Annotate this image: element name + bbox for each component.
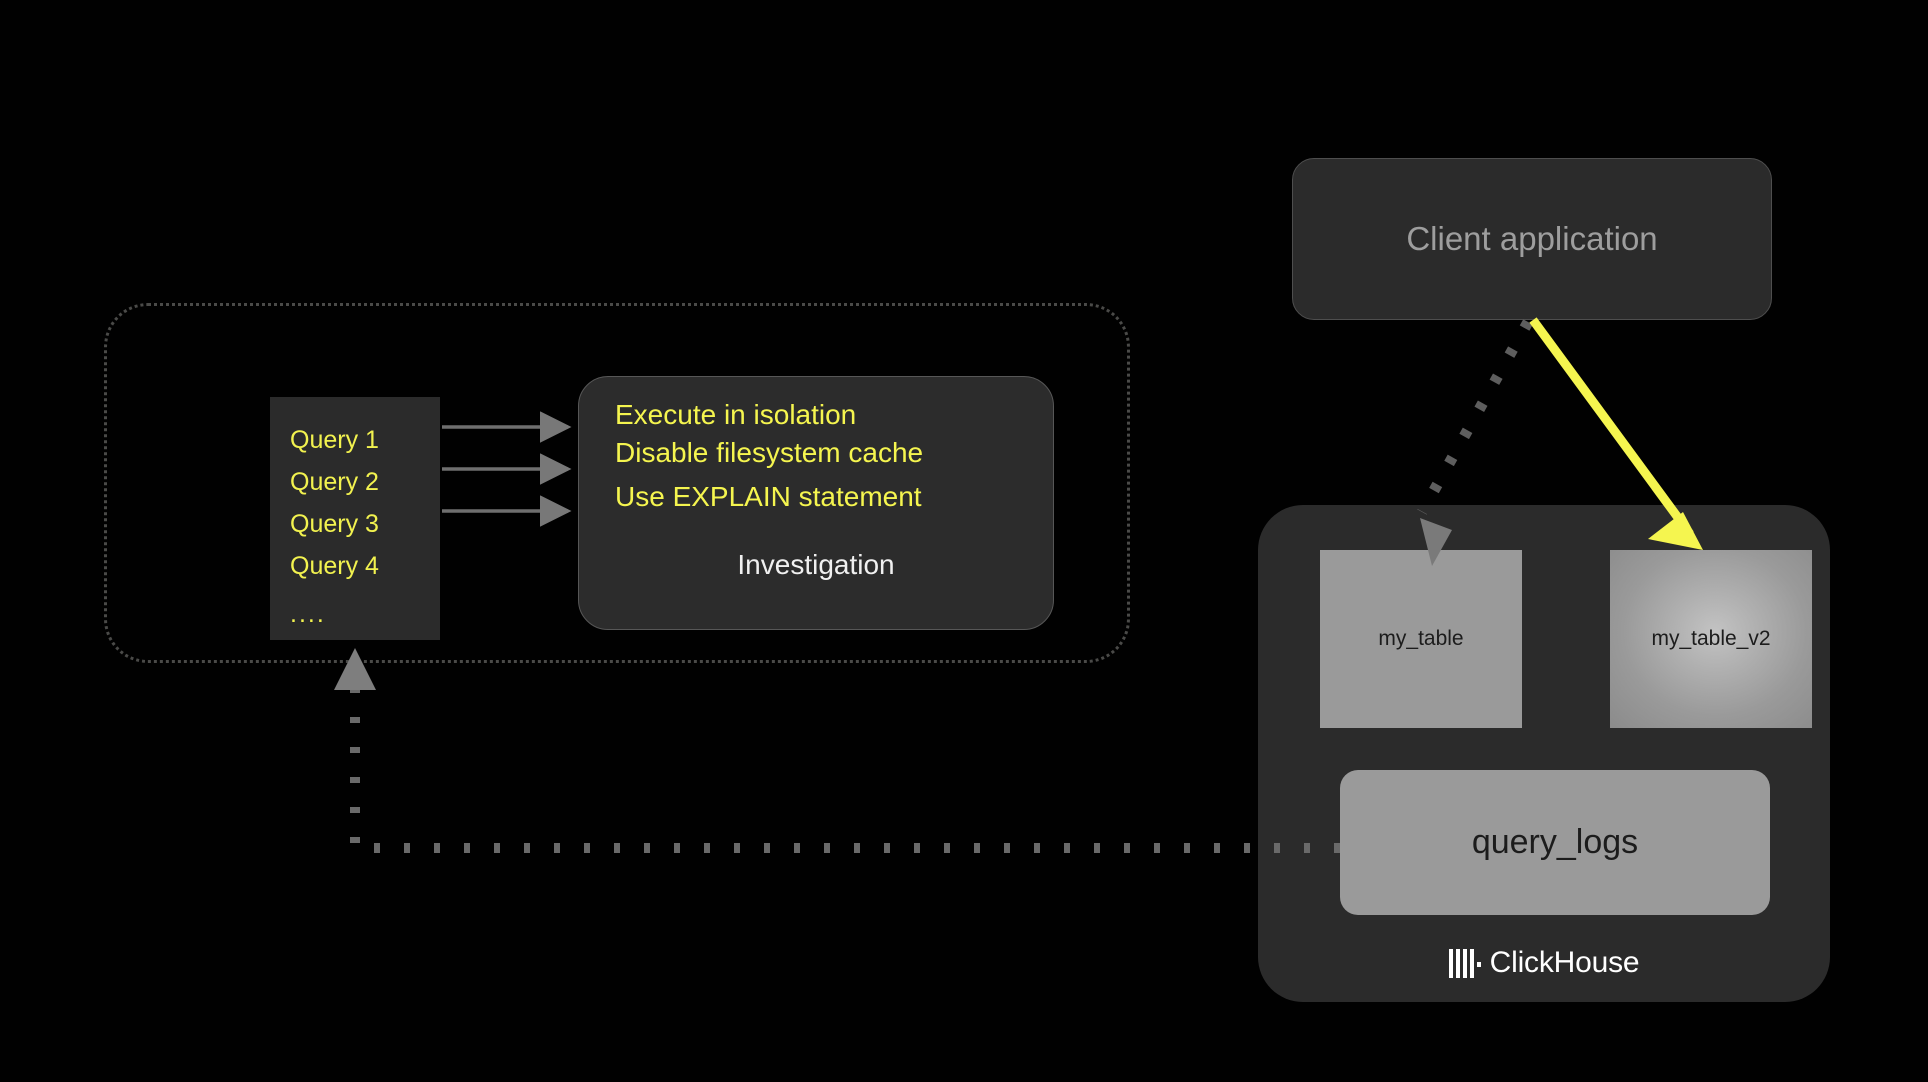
investigation-step-2: Disable filesystem cache (615, 437, 924, 468)
investigation-box-title: Investigation (737, 549, 895, 580)
table-my-table-v2: my_table_v2 (1610, 550, 1812, 728)
table-my-table-v2-label: my_table_v2 (1651, 627, 1771, 650)
clickhouse-wordmark: ClickHouse (1489, 946, 1640, 979)
connector-query-logs-to-query-panel (350, 672, 1340, 853)
query-list-panel: Query 1 Query 2 Query 3 Query 4 .... (270, 397, 440, 640)
list-item-query-ellipsis: .... (290, 600, 326, 628)
clickhouse-logo: ClickHouse (1258, 946, 1830, 980)
investigation-box: Execute in isolation Disable filesystem … (578, 376, 1054, 630)
client-application-label: Client application (1406, 220, 1658, 257)
connector-client-to-my-table-v2 (1529, 317, 1694, 537)
table-my-table-label: my_table (1378, 627, 1464, 650)
table-my-table: my_table (1320, 550, 1522, 728)
list-item-query-2: Query 2 (290, 468, 379, 496)
investigation-scope-container (104, 303, 1130, 663)
list-item-query-1: Query 1 (290, 426, 379, 454)
investigation-step-1: Execute in isolation (615, 399, 857, 430)
clickhouse-panel: my_table my_table_v2 query_logs ClickHou… (1258, 505, 1830, 1002)
table-query-logs: query_logs (1340, 770, 1770, 915)
connector-client-to-my-table (1417, 319, 1533, 515)
table-query-logs-label: query_logs (1471, 823, 1639, 861)
clickhouse-bars-icon (1448, 948, 1481, 978)
investigation-step-3: Use EXPLAIN statement (615, 481, 922, 512)
list-item-query-3: Query 3 (290, 510, 379, 538)
client-application-box: Client application (1292, 158, 1772, 320)
list-item-query-4: Query 4 (290, 552, 379, 580)
